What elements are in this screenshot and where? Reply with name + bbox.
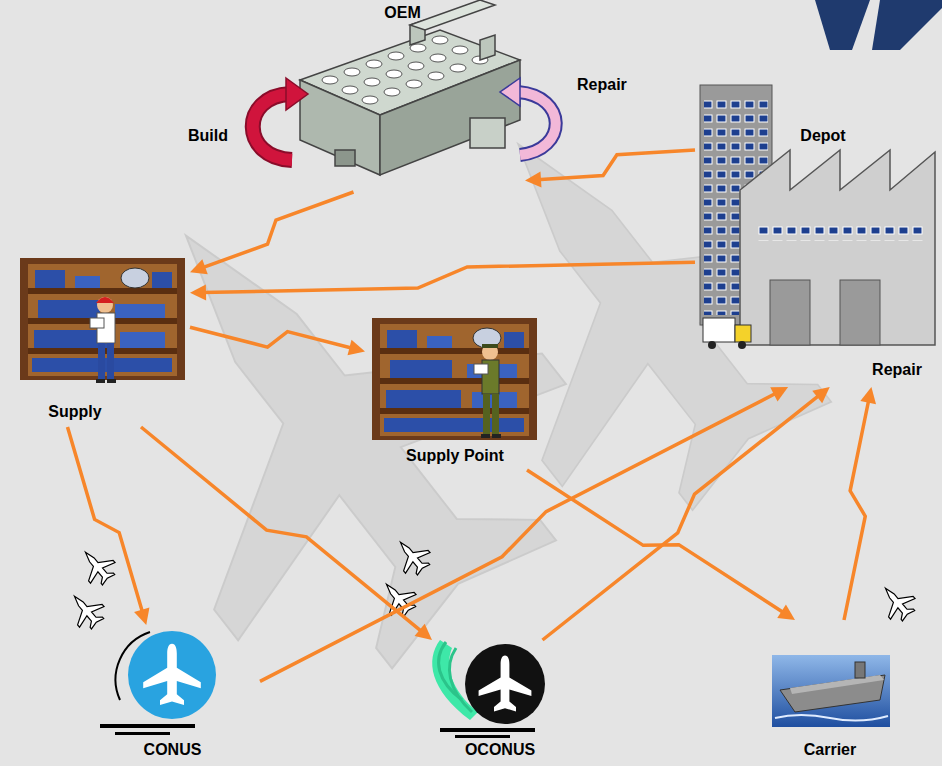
arrow-head bbox=[415, 624, 432, 640]
node-label: OEM bbox=[280, 4, 525, 22]
jet-icons bbox=[62, 532, 921, 634]
connector-line bbox=[537, 150, 695, 180]
oem-node: OEM bbox=[280, 0, 525, 192]
connector-line bbox=[68, 427, 143, 613]
process-label: Build bbox=[188, 127, 228, 145]
connector-line bbox=[201, 192, 353, 268]
connector-line bbox=[844, 399, 869, 620]
arrow-head bbox=[348, 340, 365, 356]
logo bbox=[815, 0, 942, 50]
arrow-head bbox=[190, 285, 206, 301]
supply-node: Supply bbox=[15, 255, 190, 427]
supply-point-shelf bbox=[372, 318, 537, 440]
carrier-node: Carrier bbox=[760, 620, 900, 766]
depot-node: DepotRepair bbox=[695, 75, 940, 387]
node-label: OCONUS bbox=[415, 741, 585, 759]
lightning-connector bbox=[190, 262, 695, 300]
arrow-head bbox=[134, 607, 149, 625]
supply-point-node: Supply Point bbox=[365, 312, 545, 470]
process-label: Repair bbox=[577, 76, 627, 94]
supply-shelf bbox=[20, 258, 185, 383]
connector-line bbox=[202, 262, 695, 292]
carrier-ship bbox=[772, 655, 890, 727]
lightning-connector bbox=[525, 150, 695, 188]
connector-line bbox=[141, 427, 423, 632]
arrow-head bbox=[525, 171, 541, 187]
oconus-node: OCONUS bbox=[415, 640, 585, 766]
oconus-base bbox=[432, 640, 545, 738]
arrow-head bbox=[860, 387, 876, 404]
node-label: Carrier bbox=[760, 741, 900, 759]
lightning-connector bbox=[260, 387, 788, 681]
background-jets bbox=[22, 36, 901, 733]
build-arrow bbox=[253, 78, 308, 160]
connector-line bbox=[190, 327, 353, 348]
lightning-connector bbox=[190, 327, 365, 355]
arrow-head bbox=[777, 605, 795, 620]
lightning-connector bbox=[844, 387, 876, 620]
lightning-connector bbox=[190, 192, 354, 274]
oem-machine bbox=[300, 0, 520, 175]
node-label: Depot bbox=[793, 127, 853, 145]
arrow-head bbox=[770, 387, 788, 401]
conus-base bbox=[100, 631, 216, 735]
connector-line bbox=[543, 394, 821, 640]
arrow-head bbox=[812, 387, 830, 403]
node-label: Repair bbox=[861, 361, 933, 379]
lightning-connector bbox=[68, 427, 150, 625]
depot-building bbox=[700, 85, 935, 349]
node-label: Supply Point bbox=[365, 447, 545, 465]
arrow-head bbox=[190, 259, 208, 274]
node-label: Supply bbox=[15, 403, 135, 421]
node-label: CONUS bbox=[85, 741, 260, 759]
connector-line bbox=[260, 392, 777, 681]
lightning-connector bbox=[543, 387, 830, 640]
repair-arrow bbox=[500, 78, 556, 155]
connector-line bbox=[527, 470, 785, 613]
conus-node: CONUS bbox=[85, 625, 260, 766]
lightning-connector bbox=[141, 427, 432, 640]
